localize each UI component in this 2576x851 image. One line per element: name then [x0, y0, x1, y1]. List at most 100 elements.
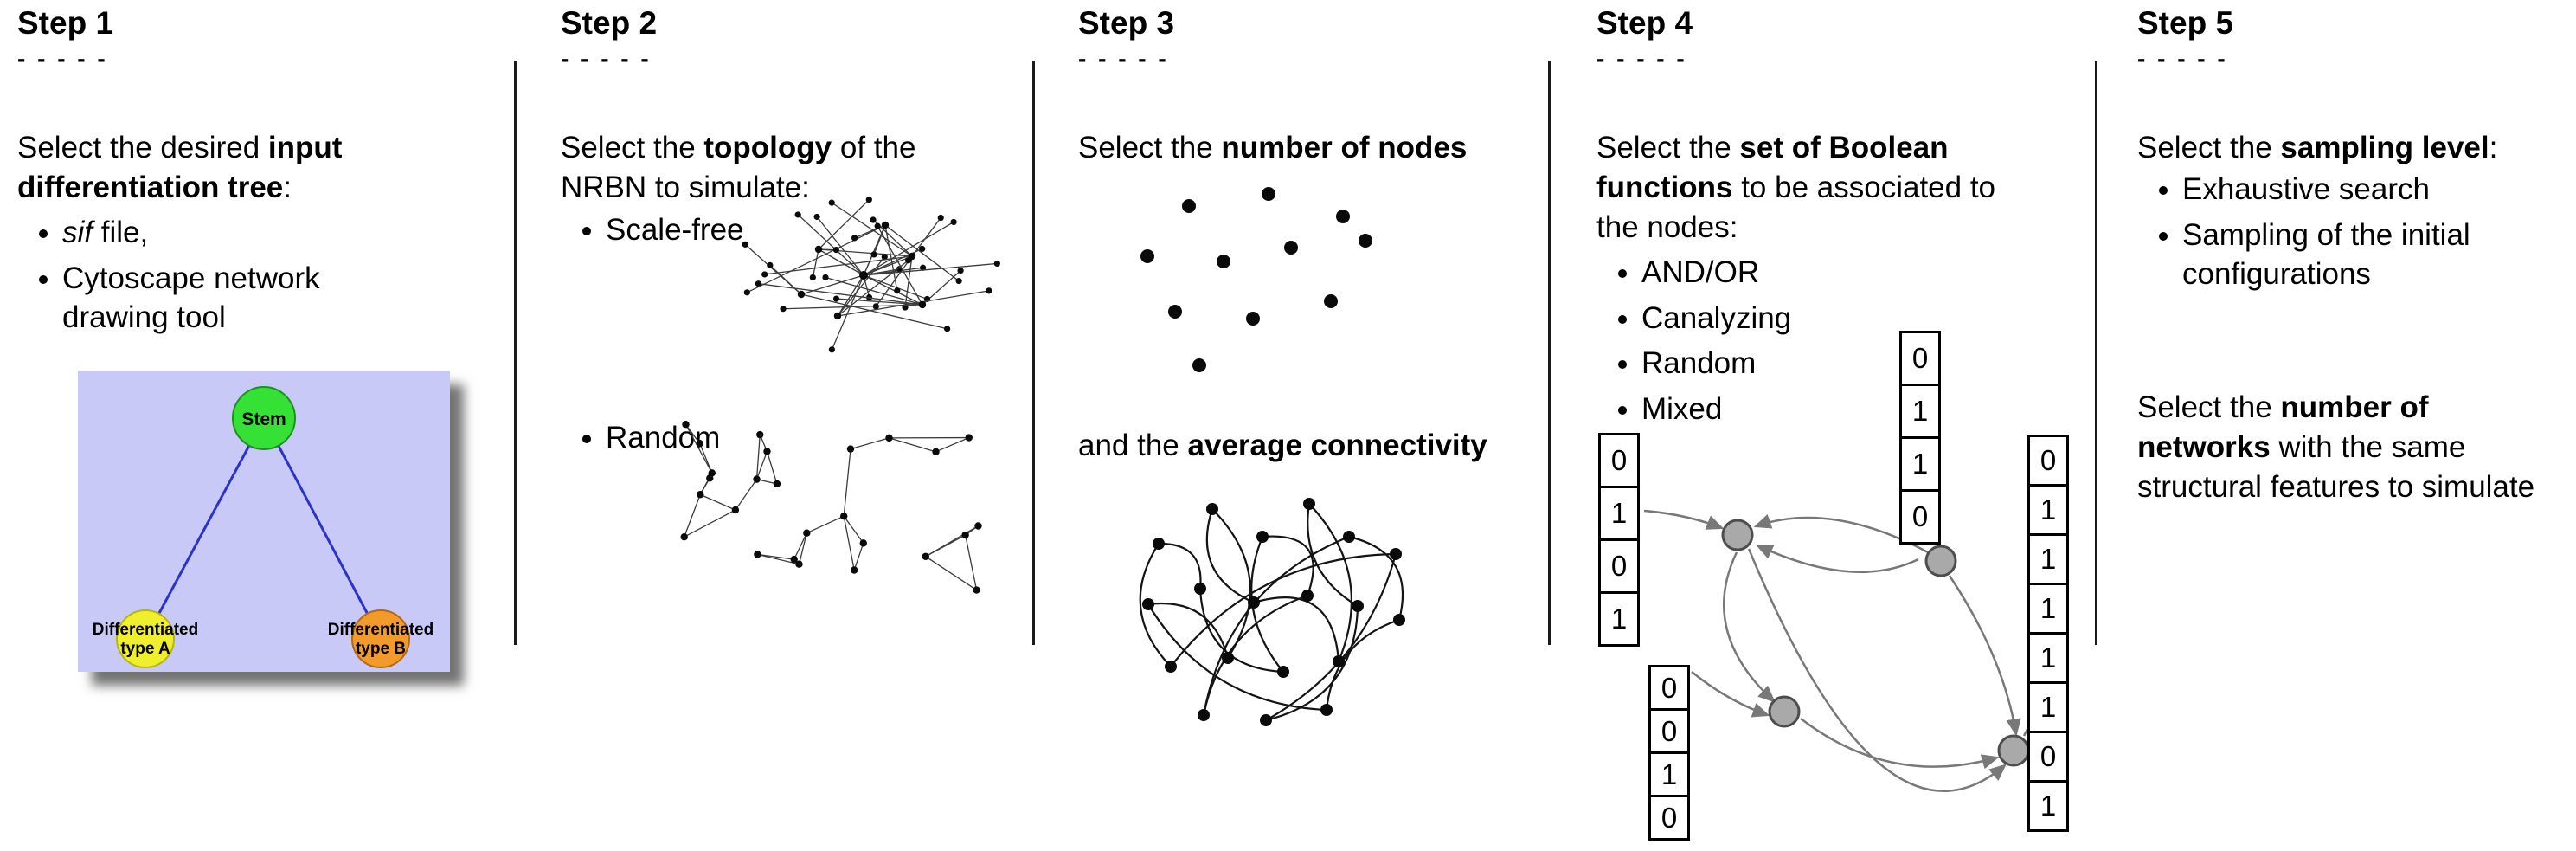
step-title: Step 2	[561, 5, 658, 41]
step-title: Step 5	[2137, 5, 2234, 41]
text-segment: Select the desired	[17, 131, 268, 164]
step-dashes: - - - - -	[1596, 45, 1687, 72]
text-segment-italic: sif	[62, 216, 93, 249]
nodes-scatter-graphic	[1140, 187, 1372, 372]
edge-arrow	[1948, 575, 2021, 737]
table-cell: 1	[2027, 484, 2069, 536]
step-4-column: Step 4 - - - - - Select the set of Boole…	[1596, 0, 2097, 851]
boolean-network-graphic	[1643, 509, 2052, 792]
differentiation-tree-graphic: Stem Differentiated type A Differentiate…	[78, 371, 450, 672]
bullet-list: AND/OR Canalyzing Random Mixed	[1596, 253, 1960, 435]
differentiation-tree-image: Stem Differentiated type A Differentiate…	[78, 371, 450, 672]
bullet-item: Sampling of the initial configurations	[2182, 216, 2553, 294]
text-segment: Cytoscape network drawing tool	[62, 261, 320, 335]
table-cell: 1	[2027, 681, 2069, 733]
tree-edge	[262, 417, 382, 640]
text-segment-bold: set of Boolean functions	[1596, 131, 1949, 205]
table-cell: 0	[1899, 489, 1941, 545]
text-segment: Select the	[2137, 131, 2281, 164]
text-segment: :	[2489, 131, 2498, 164]
type-a-node	[116, 609, 175, 668]
edge-arrow	[1643, 509, 1725, 530]
text-segment: :	[283, 171, 292, 205]
text-segment: Select the	[1078, 131, 1222, 164]
table-cell: 0	[1598, 433, 1640, 488]
text-segment-bold: input differentiation tree	[17, 131, 343, 205]
tree-edge	[144, 417, 266, 640]
type-a-label-line2: type A	[120, 640, 170, 658]
type-b-node	[351, 609, 410, 668]
text-segment: Select the	[1596, 131, 1740, 164]
step-title: Step 4	[1596, 5, 1693, 41]
scale-free-network-graphic	[742, 197, 1000, 353]
column-divider	[1548, 61, 1551, 645]
bullet-list: Random	[561, 418, 820, 464]
step-dashes: - - - - -	[561, 45, 652, 72]
bullet-list: Exhaustive search Sampling of the initia…	[2137, 170, 2553, 300]
text-segment-bold: sampling level	[2280, 131, 2489, 164]
bullet-item: AND/OR	[1641, 253, 1960, 293]
text-segment: Scale-free	[606, 213, 744, 247]
bullet-item: Mixed	[1641, 390, 1960, 429]
step-4-description: Select the set of Boolean functions to b…	[1596, 128, 2042, 248]
step-2-description: Select the topology of the NRBN to simul…	[561, 128, 993, 208]
bullet-item: Canalyzing	[1641, 299, 1960, 338]
table-cell: 1	[1598, 486, 1640, 541]
text-segment-bold: number of networks	[2137, 390, 2429, 465]
boolean-table-top: 0 1 1 0	[1899, 331, 1941, 545]
random-network-graphic	[680, 421, 982, 594]
text-segment-bold: number of nodes	[1221, 131, 1468, 164]
network-node	[1924, 545, 1957, 577]
text-segment: Sampling of the initial configurations	[2182, 217, 2470, 292]
table-cell: 1	[2027, 632, 2069, 684]
table-cell: 1	[1899, 384, 1941, 439]
step-5-column: Step 5 - - - - - Select the sampling lev…	[2137, 0, 2574, 851]
step-5-description: Select the sampling level:	[2137, 128, 2574, 168]
table-cell: 0	[1598, 538, 1640, 594]
step-5-description-2: Select the number of networks with the s…	[2137, 388, 2553, 508]
column-divider	[1032, 61, 1035, 645]
network-node	[1721, 519, 1754, 551]
bullet-item: Random	[606, 418, 820, 458]
boolean-table-right: 0 1 1 1 1 1 0 1	[2027, 435, 2069, 832]
text-segment: and the	[1078, 429, 1188, 462]
boolean-table-bottom: 0 0 1 0	[1648, 665, 1690, 841]
text-segment: Exhaustive search	[2182, 172, 2430, 206]
step-3-description-2: and the average connectivity	[1078, 426, 1545, 466]
text-segment: file,	[93, 216, 149, 249]
step-dashes: - - - - -	[17, 45, 108, 72]
table-cell: 1	[2027, 780, 2069, 832]
text-segment: Mixed	[1641, 391, 1723, 426]
bullet-list: sif file, Cytoscape network drawing tool	[17, 213, 363, 344]
edge-arrow	[1800, 718, 2000, 770]
table-cell: 0	[1899, 331, 1941, 386]
bullet-list: Scale-free	[561, 210, 820, 256]
bullet-item: sif file,	[62, 213, 363, 253]
bullet-item: Exhaustive search	[2182, 170, 2553, 210]
table-cell: 0	[1648, 708, 1690, 754]
type-b-label-line1: Differentiated	[328, 621, 434, 639]
step-dashes: - - - - -	[2137, 45, 2228, 72]
table-cell: 1	[1598, 591, 1640, 647]
table-cell: 0	[2027, 435, 2069, 487]
table-cell: 0	[1648, 795, 1690, 841]
bullet-item: Scale-free	[606, 210, 820, 250]
step-title: Step 3	[1078, 5, 1175, 41]
text-segment: Select the	[561, 131, 704, 164]
step-1-column: Step 1 - - - - - Select the desired inpu…	[17, 0, 489, 851]
table-cell: 1	[2027, 583, 2069, 635]
step-1-description: Select the desired input differentiation…	[17, 128, 424, 208]
connectivity-network-graphic	[1139, 498, 1405, 726]
text-segment: Random	[606, 421, 721, 455]
text-segment: with the same structural features to sim…	[2137, 430, 2535, 505]
text-segment: AND/OR	[1641, 255, 1760, 289]
bullet-item: Random	[1641, 344, 1960, 384]
text-segment-bold: topology	[703, 131, 832, 164]
network-node	[1768, 695, 1801, 728]
text-segment: of the NRBN to simulate:	[561, 131, 916, 205]
step-title: Step 1	[17, 5, 114, 41]
table-cell: 0	[2027, 731, 2069, 783]
boolean-table-left: 0 1 0 1	[1598, 433, 1640, 647]
step-3-column: Step 3 - - - - - Select the number of no…	[1078, 0, 1545, 851]
type-a-label-line1: Differentiated	[93, 621, 198, 639]
